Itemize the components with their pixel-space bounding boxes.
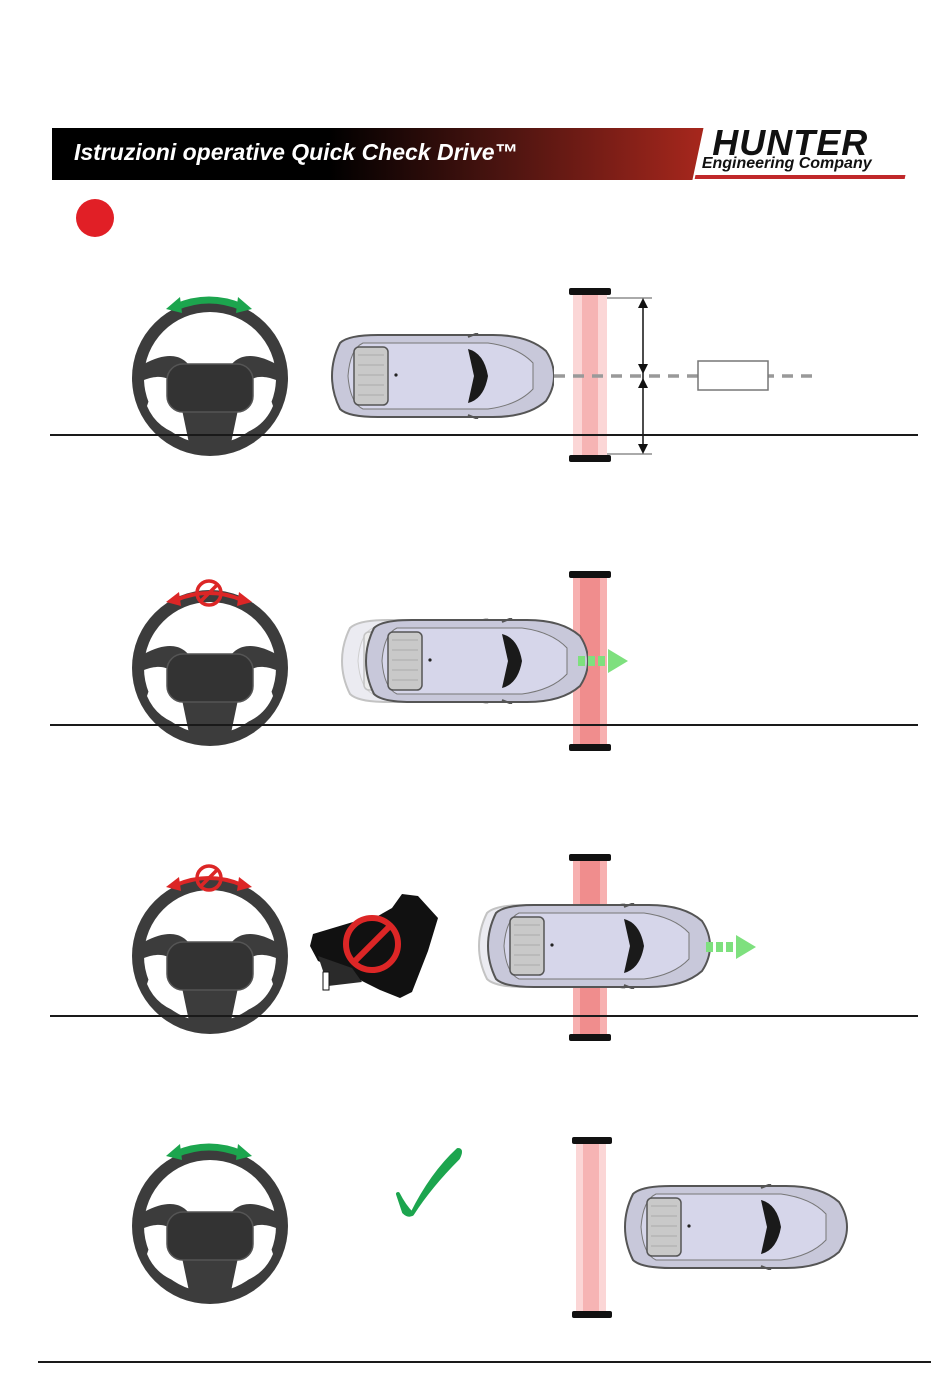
steering-wheel-icon bbox=[132, 1148, 288, 1304]
sensor-bar-top bbox=[572, 1137, 612, 1144]
section-divider bbox=[50, 434, 918, 436]
checkmark-icon bbox=[398, 1150, 460, 1215]
section-divider bbox=[50, 1015, 918, 1017]
sensor-bar-top bbox=[569, 854, 611, 861]
pedal-prohibited-icon bbox=[310, 894, 438, 998]
car-icon bbox=[332, 333, 554, 419]
step-1-diagram bbox=[0, 236, 950, 528]
car-icon bbox=[366, 618, 588, 704]
car-icon bbox=[625, 1184, 847, 1270]
steering-wheel-icon bbox=[132, 590, 288, 746]
car-icon bbox=[488, 903, 710, 989]
hunter-logo: HUNTER Engineering Company bbox=[692, 126, 930, 182]
sensor-bar-bottom bbox=[572, 1311, 612, 1318]
centered-box bbox=[698, 361, 768, 390]
sensor-bar-bottom bbox=[569, 744, 611, 751]
footer-divider bbox=[38, 1361, 931, 1363]
step-4-diagram bbox=[0, 1080, 950, 1372]
steering-wheel-icon bbox=[132, 878, 288, 1034]
sensor-bar-bottom bbox=[569, 1034, 611, 1041]
sensor-bar-top bbox=[569, 571, 611, 578]
sensor-bar-top bbox=[569, 288, 611, 295]
step-2-diagram bbox=[0, 520, 950, 812]
start-indicator-dot bbox=[76, 199, 114, 237]
logo-tagline: Engineering Company bbox=[702, 155, 872, 173]
forward-arrow-icon bbox=[706, 935, 756, 959]
logo-underline bbox=[695, 175, 906, 179]
page-title: Istruzioni operative Quick Check Drive™ bbox=[74, 139, 518, 166]
steering-wheel-icon bbox=[132, 300, 288, 456]
section-divider bbox=[50, 724, 918, 726]
sensor-bar-bottom bbox=[569, 455, 611, 462]
step-3-diagram bbox=[0, 800, 950, 1092]
